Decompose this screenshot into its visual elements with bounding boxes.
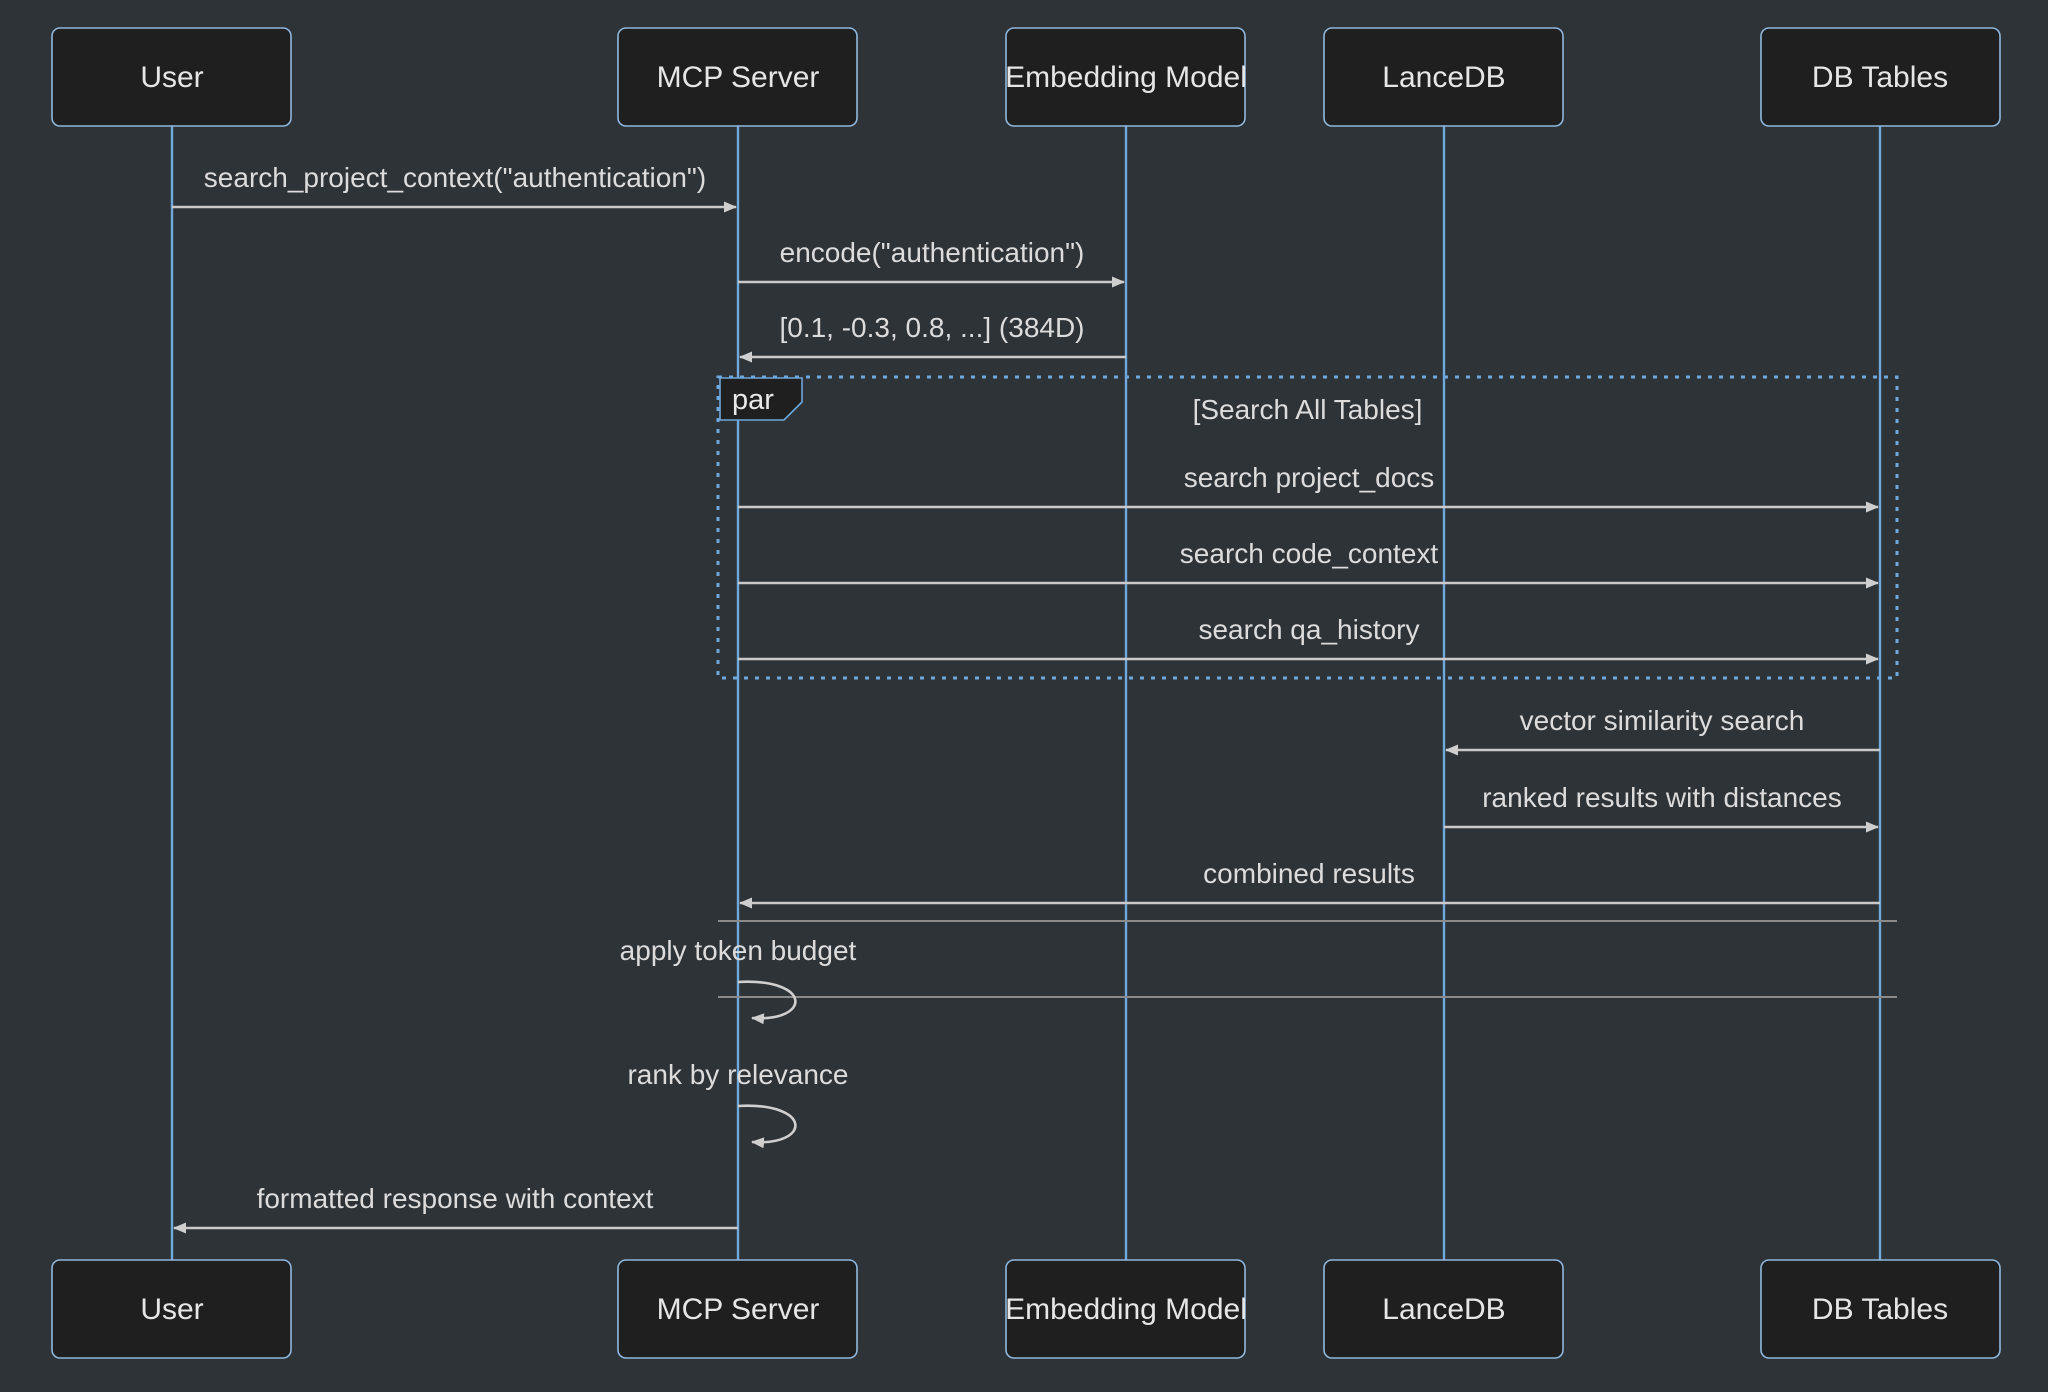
fragment-tab-par1 — [719, 377, 803, 421]
message-label-m1: search_project_context("authentication") — [204, 162, 706, 193]
self-message-loop-s2 — [737, 1104, 797, 1149]
actor-box-embedding-top — [1005, 27, 1246, 127]
actor-mcp-top: MCP Server — [617, 27, 858, 127]
actor-label-user-top: User — [140, 61, 203, 94]
message-label-m9: combined results — [1203, 858, 1415, 889]
actor-boxes-bottom: User MCP Server Embedding Model LanceDB DB T… — [51, 1259, 2001, 1359]
actor-box-embedding-bottom — [1005, 1259, 1246, 1359]
message-label-m4: search project_docs — [1184, 462, 1435, 493]
actor-dbtables-top: DB Tables — [1760, 27, 2001, 127]
message-label-m6: search qa_history — [1198, 614, 1419, 645]
actor-lancedb-bottom: LanceDB — [1323, 1259, 1564, 1359]
actor-embedding-top: Embedding Model — [1005, 27, 1247, 127]
actor-user-bottom: User — [51, 1259, 292, 1359]
message-label-m12: formatted response with context — [257, 1183, 654, 1214]
actor-label-dbtables-bottom: DB Tables — [1812, 1293, 1948, 1326]
actor-box-mcp-top — [617, 27, 858, 127]
actor-lancedb-top: LanceDB — [1323, 27, 1564, 127]
actor-label-mcp-top: MCP Server — [657, 61, 820, 94]
self-message-s2: rank by relevance — [627, 1059, 849, 1149]
actor-box-lancedb-top — [1323, 27, 1564, 127]
actor-box-user-bottom — [51, 1259, 292, 1359]
message-m12: formatted response with context — [173, 1183, 738, 1234]
actor-box-dbtables-top — [1760, 27, 2001, 127]
self-message-label-s2: rank by relevance — [627, 1059, 848, 1090]
message-m9: combined results — [739, 858, 1880, 909]
actor-label-lancedb-bottom: LanceDB — [1382, 1293, 1505, 1326]
self-messages-group: apply token budget rank by relevance — [620, 935, 857, 1149]
message-label-m3: [0.1, -0.3, 0.8, ...] (384D) — [779, 312, 1084, 343]
message-label-m5: search code_context — [1180, 538, 1439, 569]
actor-mcp-bottom: MCP Server — [617, 1259, 858, 1359]
message-label-m8: ranked results with distances — [1482, 782, 1842, 813]
self-message-label-s1: apply token budget — [620, 935, 857, 966]
actor-label-embedding-bottom: Embedding Model — [1005, 1293, 1247, 1326]
lifelines-group — [170, 126, 1882, 1260]
message-m6: search qa_history — [738, 614, 1879, 665]
actor-label-lancedb-top: LanceDB — [1382, 61, 1505, 94]
actor-box-user-top — [51, 27, 292, 127]
message-m7: vector similarity search — [1445, 705, 1880, 756]
fragments-group: par [Search All Tables] — [716, 375, 1899, 998]
fragment-tab-label-par1: par — [732, 384, 774, 416]
actor-label-mcp-bottom: MCP Server — [657, 1293, 820, 1326]
message-m2: encode("authentication") — [738, 237, 1125, 288]
actor-boxes-top: User MCP Server Embedding Model LanceDB DB T… — [51, 27, 2001, 127]
message-m8: ranked results with distances — [1444, 782, 1879, 833]
message-m3: [0.1, -0.3, 0.8, ...] (384D) — [739, 312, 1126, 363]
self-message-loop-s1 — [737, 980, 797, 1025]
actor-label-dbtables-top: DB Tables — [1812, 61, 1948, 94]
fragment-par1: par [Search All Tables] — [716, 375, 1899, 998]
message-m1: search_project_context("authentication") — [172, 162, 737, 213]
actor-box-dbtables-bottom — [1760, 1259, 2001, 1359]
actor-label-embedding-top: Embedding Model — [1005, 61, 1247, 94]
messages-group: search_project_context("authentication")… — [172, 162, 1880, 1234]
fragment-border-par1 — [716, 375, 1899, 680]
actor-user-top: User — [51, 27, 292, 127]
actor-embedding-bottom: Embedding Model — [1005, 1259, 1247, 1359]
message-label-m7: vector similarity search — [1520, 705, 1805, 736]
message-m5: search code_context — [738, 538, 1879, 589]
self-message-s1: apply token budget — [620, 935, 857, 1025]
message-m4: search project_docs — [738, 462, 1879, 513]
message-label-m2: encode("authentication") — [780, 237, 1085, 268]
actor-dbtables-bottom: DB Tables — [1760, 1259, 2001, 1359]
fragment-condition-par1: [Search All Tables] — [1193, 394, 1423, 425]
actor-box-lancedb-bottom — [1323, 1259, 1564, 1359]
actor-box-mcp-bottom — [617, 1259, 858, 1359]
actor-label-user-bottom: User — [140, 1293, 203, 1326]
